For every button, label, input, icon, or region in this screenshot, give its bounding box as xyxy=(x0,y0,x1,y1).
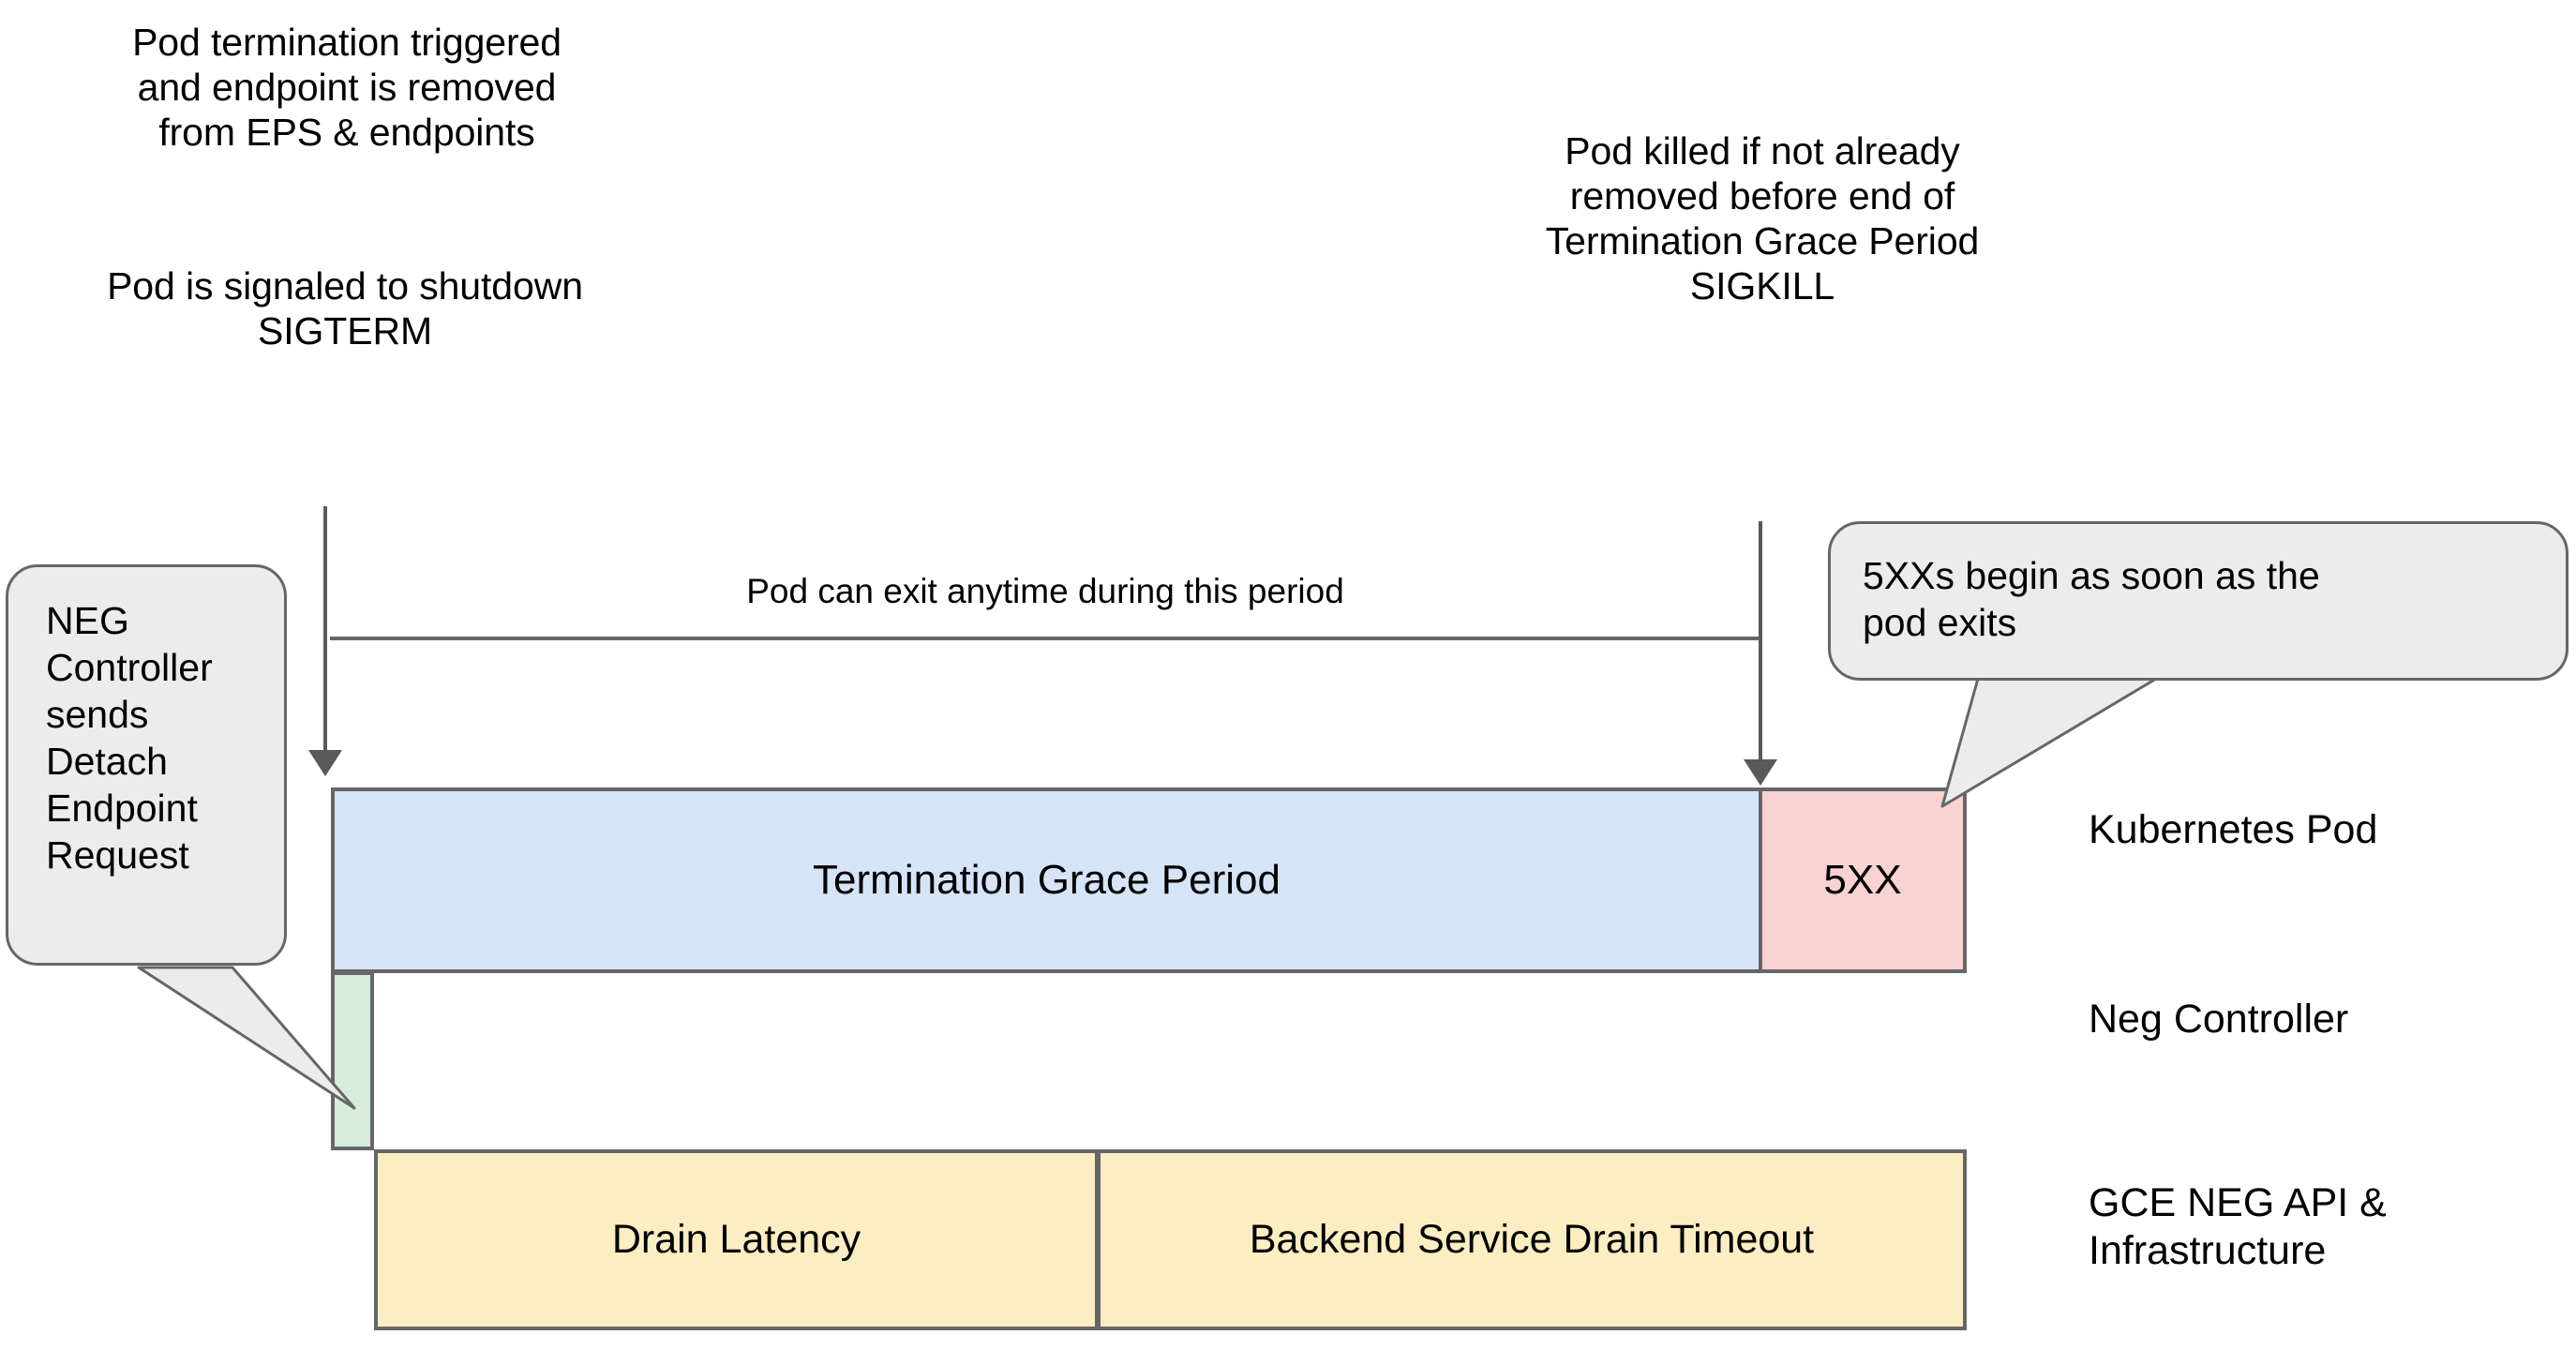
note-pod-signaled-sigterm: Pod is signaled to shutdown SIGTERM xyxy=(107,264,583,352)
lane-segment-drain-latency[interactable]: Drain Latency xyxy=(374,1149,1099,1330)
lane-segment-label: Backend Service Drain Timeout xyxy=(1249,1217,1815,1262)
lane-segment-label: Termination Grace Period xyxy=(813,857,1281,903)
arrow-grace-period-end xyxy=(1744,521,1777,786)
callout-5xx-begin[interactable]: 5XXs begin as soon as the pod exits xyxy=(1828,521,2569,681)
span-caption-pod-can-exit: Pod can exit anytime during this period xyxy=(746,572,1344,610)
lane-segment-neg-detach-window[interactable] xyxy=(331,971,374,1150)
arrow-termination-start xyxy=(308,506,342,776)
lane-segment-5xx[interactable]: 5XX xyxy=(1759,788,1967,973)
note-pod-termination-triggered: Pod termination triggered and endpoint i… xyxy=(132,21,562,154)
lane-segment-label: Drain Latency xyxy=(611,1217,861,1262)
note-pod-killed-sigkill: Pod killed if not already removed before… xyxy=(1545,129,1980,308)
lane-label-kubernetes-pod: Kubernetes Pod xyxy=(2089,807,2378,852)
lane-segment-backend-service-drain-timeout[interactable]: Backend Service Drain Timeout xyxy=(1097,1149,1967,1330)
span-rule-line xyxy=(330,637,1762,640)
lane-segment-termination-grace-period[interactable]: Termination Grace Period xyxy=(331,788,1762,973)
lane-label-neg-controller: Neg Controller xyxy=(2089,997,2349,1042)
callout-neg-controller[interactable]: NEG Controller sends Detach Endpoint Req… xyxy=(6,564,287,966)
lane-segment-label: 5XX xyxy=(1823,857,1902,903)
lane-label-gce-neg-api: GCE NEG API & Infrastructure xyxy=(2089,1180,2387,1273)
